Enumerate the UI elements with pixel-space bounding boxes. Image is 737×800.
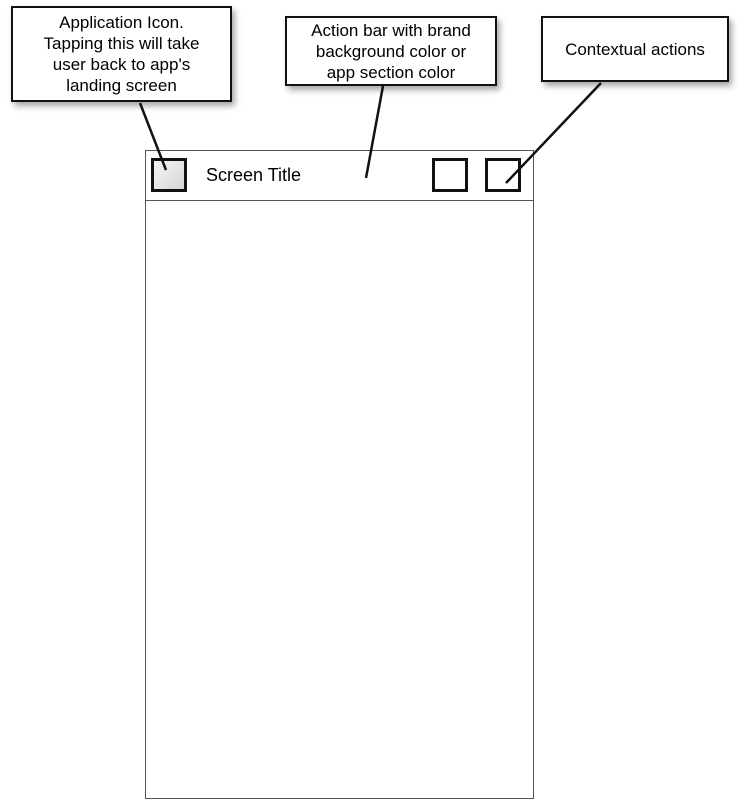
callout-action-bar-text: Action bar with brand background color o… [311, 20, 471, 82]
callout-application-icon-text: Application Icon. Tapping this will take… [43, 13, 200, 95]
callout-contextual-actions: Contextual actions [541, 16, 729, 82]
contextual-action-button-1[interactable] [432, 158, 468, 192]
callout-contextual-actions-text: Contextual actions [565, 39, 705, 59]
application-icon[interactable] [151, 158, 187, 192]
contextual-action-button-2[interactable] [485, 158, 521, 192]
callout-action-bar: Action bar with brand background color o… [285, 16, 497, 86]
action-bar: Screen Title [146, 151, 533, 201]
screen-title: Screen Title [206, 165, 302, 185]
phone-screen-frame: Screen Title [145, 150, 534, 799]
callout-application-icon: Application Icon. Tapping this will take… [11, 6, 232, 102]
